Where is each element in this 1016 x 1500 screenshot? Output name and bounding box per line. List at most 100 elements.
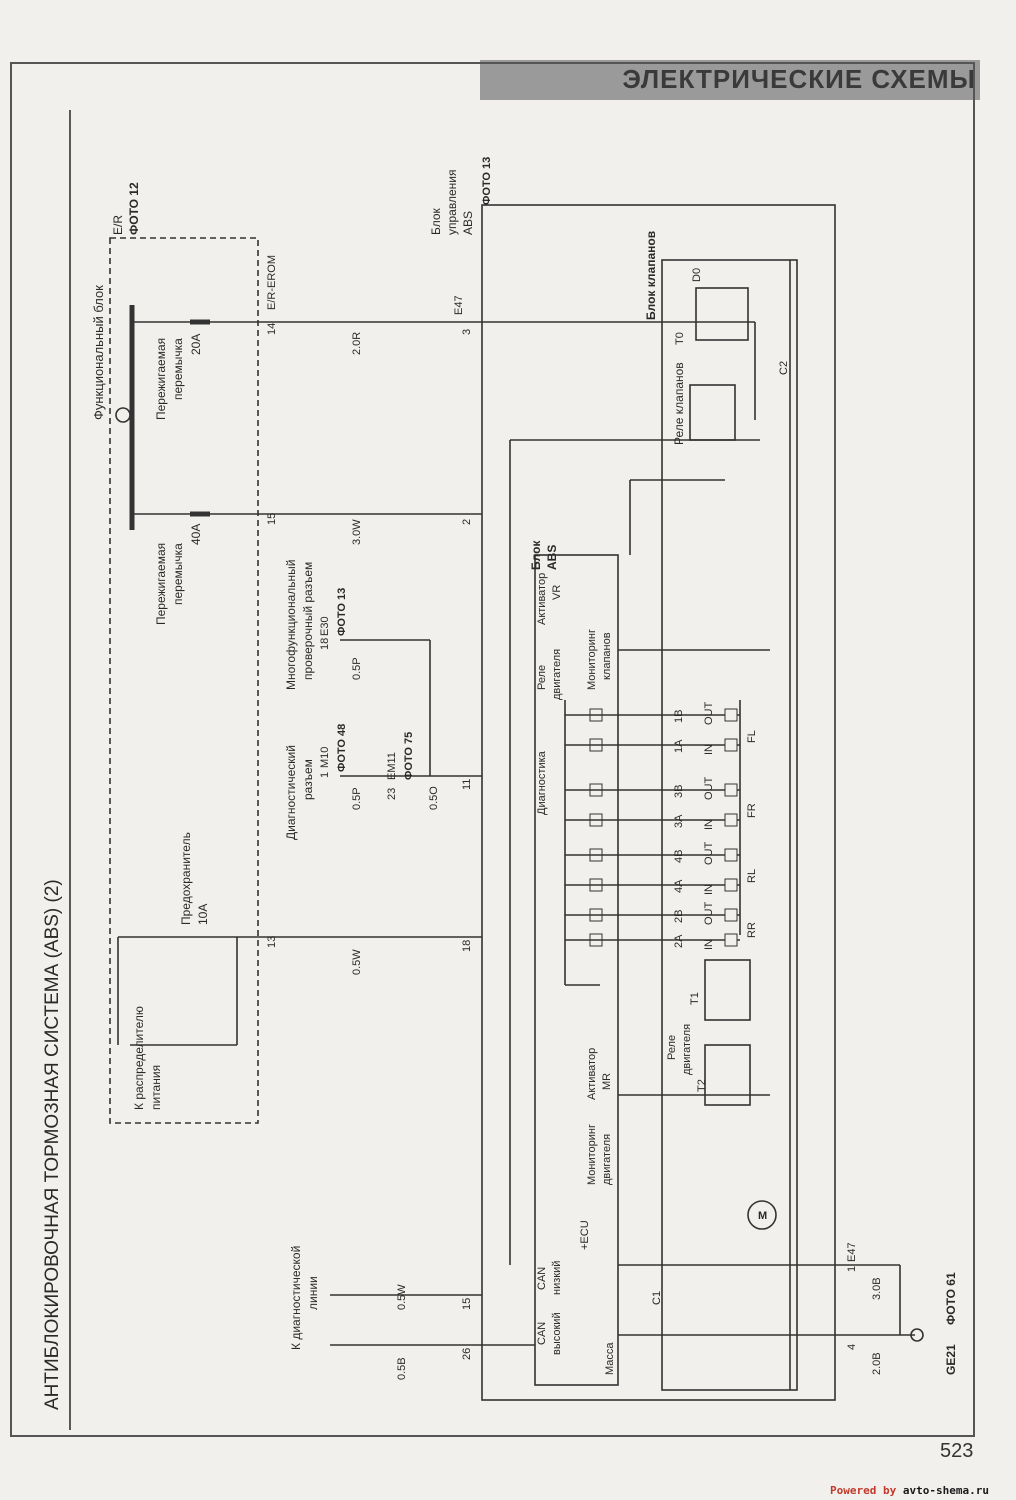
page-number: 523 <box>940 1440 974 1462</box>
valve-relay-code: T0 <box>674 332 686 345</box>
valve-coil <box>724 908 738 922</box>
motor-relay-t2 <box>704 1044 751 1106</box>
valve-coil <box>724 813 738 827</box>
motor-relay-line1: Реле <box>666 1035 678 1060</box>
pump-motor <box>747 1200 777 1230</box>
pin-15-mid: 15 <box>461 1298 473 1310</box>
ground-photo: ФОТО 61 <box>944 1272 958 1325</box>
section-title: ЭЛЕКТРИЧЕСКИЕ СХЕМЫ <box>622 64 976 94</box>
multi-connector-line2: проверочный разъем <box>301 562 315 680</box>
diag-connector-line1: Диагностический <box>284 745 298 840</box>
label-actuator-mr-1: Активатор <box>586 1048 598 1100</box>
em11-code: EM11 <box>386 752 398 780</box>
valve-block-label: Блок клапанов <box>644 231 658 320</box>
label-diagnostics: Диагностика <box>536 750 548 815</box>
fuse-40a-line1: Пережигаемая <box>154 543 168 625</box>
label-relay-motor-2: двигателя <box>551 649 563 700</box>
wire-label-20b: 2.0B <box>871 1352 883 1375</box>
label-actuator-mr-2: MR <box>601 1073 613 1090</box>
pin-11: 11 <box>461 779 473 790</box>
pin-14: 14 <box>266 323 278 335</box>
fuse-40a-rating: 40A <box>189 524 203 545</box>
label-motor-mon-1: Мониторинг <box>586 1124 598 1185</box>
valve-coil <box>724 878 738 892</box>
valve-coil <box>724 738 738 752</box>
ground-code: GE21 <box>944 1344 958 1375</box>
pin-15-top: 15 <box>266 513 278 525</box>
bottom-conn-pin4: 4 <box>846 1344 858 1350</box>
valve-diode <box>589 708 603 722</box>
header-bar <box>480 60 980 100</box>
valve-diode <box>589 813 603 827</box>
wire-label-30w: 3.0W <box>351 519 363 545</box>
label-ecu: +ECU <box>579 1220 591 1250</box>
diag-lines-line1: К диагностической <box>289 1246 303 1350</box>
diag-lines-line2: линии <box>306 1276 320 1310</box>
c1-label: C1 <box>651 1291 663 1305</box>
motor-relay-t2: T2 <box>696 1079 708 1092</box>
diag-connector-photo: ФОТО 48 <box>336 724 348 772</box>
fuse-10a-rating: 10A <box>196 904 210 925</box>
bottom-conn-pin1: 1 <box>846 1266 858 1272</box>
wire-label-05o: 0.5O <box>428 786 440 810</box>
power-dist-line1: К распределителю <box>132 1006 146 1110</box>
fuse-40a-line2: перемычка <box>171 543 185 605</box>
erom-label: E/R-EROM <box>266 255 278 310</box>
function-block-terminal <box>115 407 131 423</box>
valve-wheel: FR <box>746 803 758 818</box>
wire-label-05p-b: 0.5P <box>351 657 363 680</box>
er-code: E/R <box>111 215 125 235</box>
valve-coil <box>724 783 738 797</box>
valve-coil <box>724 708 738 722</box>
valve-diode <box>589 878 603 892</box>
label-actuator-vr-2: VR <box>551 585 563 600</box>
label-can-low-1: CAN <box>536 1267 548 1290</box>
valve-number: 1B <box>673 710 685 723</box>
label-actuator-vr-1: Активатор <box>536 573 548 625</box>
wire-label-05p-a: 0.5P <box>351 787 363 810</box>
label-motor-mon-2: двигателя <box>601 1134 613 1185</box>
function-block-label: Функциональный блок <box>91 285 106 420</box>
abs-control-unit-box <box>481 204 836 1401</box>
valve-number: 3B <box>673 785 685 798</box>
pin-13: 13 <box>266 936 278 948</box>
valve-number: 2B <box>673 910 685 923</box>
valve-coil <box>724 933 738 947</box>
pin-18: 18 <box>461 940 473 952</box>
label-relay-motor-1: Реле <box>536 665 548 690</box>
em11-pin: 23 <box>386 788 398 800</box>
pin-26: 26 <box>461 1348 473 1360</box>
diag-connector-line2: разъем <box>301 759 315 800</box>
pin-3: 3 <box>461 329 473 335</box>
motor-relay-t1 <box>704 959 751 1021</box>
diag-connector-code: M10 <box>319 747 331 768</box>
wire-label-20r: 2.0R <box>351 332 363 355</box>
valve-wheel: FL <box>746 730 758 743</box>
abs-block-line2: ABS <box>545 545 559 570</box>
valve-wheel: RR <box>746 922 758 938</box>
wire-label-30b: 3.0B <box>871 1277 883 1300</box>
watermark: Powered by avto-shema.ru <box>830 1484 989 1497</box>
motor-relay-t1: T1 <box>689 992 701 1005</box>
diagram-title: АНТИБЛОКИРОВОЧНАЯ ТОРМОЗНАЯ СИСТЕМА (ABS… <box>42 879 63 1410</box>
label-valve-mon-2: клапанов <box>601 632 613 680</box>
valve-wheel: RL <box>746 869 758 883</box>
valve-diode <box>589 848 603 862</box>
abs-control-code: E47 <box>453 295 465 315</box>
valve-io: OUT <box>703 842 715 866</box>
valve-diode <box>589 933 603 947</box>
valve-io: IN <box>703 939 715 950</box>
fuse-20a-line2: перемычка <box>171 338 185 400</box>
site-link[interactable]: avto-shema.ru <box>902 1484 989 1497</box>
c2-label: C2 <box>778 361 790 375</box>
valve-diode <box>589 908 603 922</box>
label-can-high-2: высокий <box>551 1312 563 1355</box>
valve-number: 3A <box>673 814 685 828</box>
powered-by-text: Powered by <box>830 1484 897 1497</box>
label-can-low-2: низкий <box>551 1261 563 1295</box>
wire-label-05w-b: 0.5W <box>396 1284 408 1310</box>
valve-io: OUT <box>703 902 715 926</box>
valve-diode <box>589 738 603 752</box>
